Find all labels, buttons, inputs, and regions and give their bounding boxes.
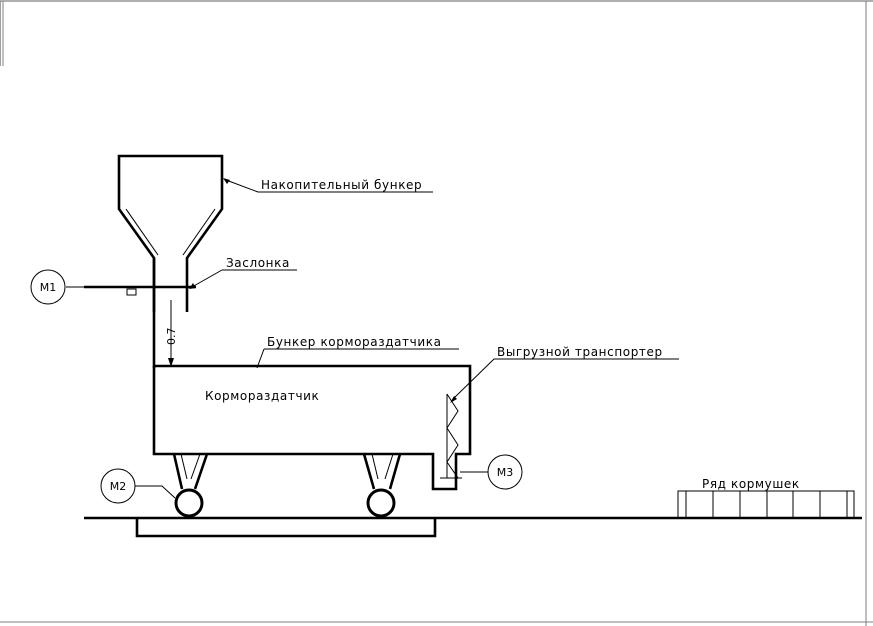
distributor-hopper-leader: Бункер кормораздатчика <box>256 335 459 369</box>
drop-height-dimension: 0.7 <box>165 300 178 367</box>
wheels <box>174 488 396 518</box>
motor-m3: M3 <box>460 454 523 490</box>
feeder-row-label: Ряд кормушек <box>702 477 800 491</box>
motor-m3-label: M3 <box>497 466 514 479</box>
distributor-body: Кормораздатчик <box>152 364 472 491</box>
front-wheel <box>174 488 204 518</box>
unloading-conveyor-leader: Выгрузной транспортер <box>450 345 679 403</box>
motor-m1: M1 <box>30 269 66 305</box>
distributor-hopper-label: Бункер кормораздатчика <box>267 335 442 349</box>
unloading-conveyor <box>440 393 462 479</box>
unloading-conveyor-label: Выгрузной транспортер <box>497 345 663 359</box>
distributor-label: Кормораздатчик <box>205 389 319 403</box>
feeder-row: Ряд кормушек <box>677 477 855 519</box>
drop-height-value: 0.7 <box>165 328 178 346</box>
storage-hopper <box>117 154 224 368</box>
floor <box>84 516 862 538</box>
storage-hopper-leader: Накопительный бункер <box>223 178 433 193</box>
storage-hopper-label: Накопительный бункер <box>261 178 422 192</box>
motor-m1-label: M1 <box>40 281 57 294</box>
motor-m2-label: M2 <box>110 480 127 493</box>
rear-wheel <box>366 488 396 518</box>
wheel-supports <box>172 453 402 490</box>
gate-label: Заслонка <box>226 256 290 270</box>
gate <box>66 285 196 296</box>
motor-m2: M2 <box>100 468 176 504</box>
gate-leader: Заслонка <box>189 256 297 289</box>
